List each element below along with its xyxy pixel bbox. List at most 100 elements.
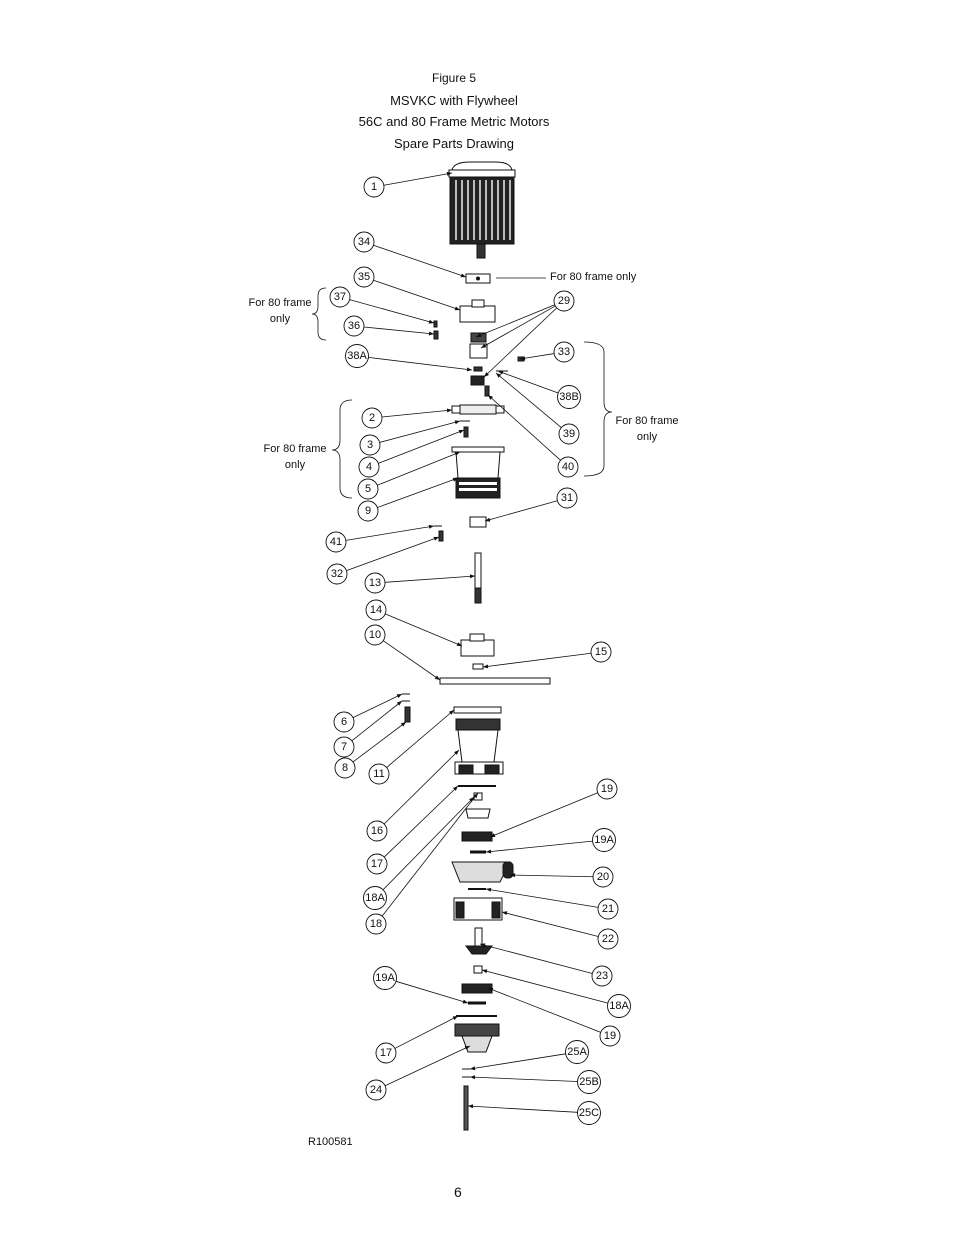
leader-arrowhead xyxy=(456,642,462,646)
callout-circle xyxy=(373,966,397,990)
leader-arrowhead xyxy=(510,873,516,878)
callout-circle xyxy=(375,1042,397,1064)
part-callout: 38B xyxy=(557,385,581,409)
callout-label: 39 xyxy=(563,428,575,440)
leader-line xyxy=(467,1105,578,1113)
screw-part xyxy=(473,366,483,372)
callout-label: 14 xyxy=(370,604,382,616)
callout-label: 33 xyxy=(558,346,570,358)
part-callout: 19A xyxy=(592,828,616,852)
leader-line xyxy=(519,353,555,360)
leader-line xyxy=(381,792,479,917)
part-callout: 40 xyxy=(557,456,579,478)
callout-circle xyxy=(358,456,380,478)
part-callout: 25B xyxy=(577,1070,601,1094)
pump-casing-part xyxy=(454,718,504,775)
frame-note-top: For 80 frame only xyxy=(550,271,637,283)
callout-circle xyxy=(353,231,375,253)
callout-label: 18A xyxy=(365,892,385,904)
callout-label: 34 xyxy=(358,236,370,248)
frame-note-left-top: For 80 frame only xyxy=(248,297,312,325)
part-callout: 14 xyxy=(365,599,387,621)
leader-arrowhead xyxy=(480,943,486,948)
callout-circle xyxy=(329,286,351,308)
callout-label: 16 xyxy=(371,825,383,837)
callout-circle xyxy=(590,641,612,663)
leader-line xyxy=(469,1076,578,1082)
leader-line xyxy=(395,980,469,1004)
callout-circle xyxy=(325,531,347,553)
diffuser-part xyxy=(461,983,493,994)
leader-line xyxy=(351,700,403,742)
part-callout: 17 xyxy=(366,853,388,875)
part-callout: 5 xyxy=(357,478,379,500)
flywheel-hub-part xyxy=(460,633,495,657)
screw-part xyxy=(433,330,439,340)
callout-circle xyxy=(364,572,386,594)
leader-line xyxy=(484,500,558,522)
callout-label: 29 xyxy=(558,295,570,307)
leader-arrowhead xyxy=(468,1104,474,1109)
leader-arrowhead xyxy=(464,1046,470,1050)
bolt-part xyxy=(438,530,444,542)
callout-label: 25B xyxy=(579,1076,599,1088)
leader-arrowhead xyxy=(470,1075,476,1080)
leader-arrowhead xyxy=(458,429,464,434)
callout-circle xyxy=(577,1070,601,1094)
callout-label: 40 xyxy=(562,461,574,473)
callout-label: 19A xyxy=(375,972,395,984)
leader-line xyxy=(386,709,455,768)
key-part xyxy=(472,663,484,670)
adapter-part xyxy=(459,299,496,323)
leader-arrowhead xyxy=(454,750,459,755)
figure-title-line-1: MSVKC with Flywheel xyxy=(390,92,518,108)
callout-circle xyxy=(366,853,388,875)
bushing-part xyxy=(469,516,487,528)
leader-line xyxy=(479,943,593,974)
leader-line xyxy=(363,326,435,335)
leader-arrowhead xyxy=(462,999,468,1004)
leader-arrowhead xyxy=(446,408,452,413)
bell-housing-part xyxy=(451,446,505,499)
part-callout: 7 xyxy=(333,736,355,758)
callout-circle xyxy=(597,898,619,920)
leader-arrowhead xyxy=(498,370,504,375)
leader-arrowhead xyxy=(448,710,454,715)
part-callout: 24 xyxy=(365,1079,387,1101)
leader-line xyxy=(487,987,601,1033)
bolt-part xyxy=(484,385,490,397)
leader-arrowhead xyxy=(396,694,402,698)
leader-arrowhead xyxy=(454,420,460,425)
part-callout: 3 xyxy=(359,434,381,456)
callout-circle xyxy=(592,828,616,852)
leader-arrowhead xyxy=(473,793,478,799)
part-callout: 18 xyxy=(365,913,387,935)
callout-label: 24 xyxy=(370,1084,382,1096)
leader-line xyxy=(345,525,435,541)
leader-line xyxy=(381,409,453,418)
callout-label: 38B xyxy=(559,391,579,403)
part-callout: 20 xyxy=(592,866,614,888)
part-callout: 9 xyxy=(357,500,379,522)
screw-part xyxy=(433,320,438,328)
part-callout: 19A xyxy=(373,966,397,990)
callout-circle xyxy=(607,994,631,1018)
stage-part xyxy=(451,808,514,921)
part-callout: 19 xyxy=(599,1025,621,1047)
callout-circle xyxy=(553,341,575,363)
tie-rod-part xyxy=(463,1085,469,1131)
callout-label: 36 xyxy=(348,320,360,332)
callout-circle xyxy=(597,928,619,950)
callout-circle xyxy=(565,1040,589,1064)
leader-arrowhead xyxy=(452,1016,458,1021)
leader-line xyxy=(483,307,558,378)
leader-line xyxy=(373,244,467,278)
leader-arrowhead xyxy=(466,367,472,372)
callout-label: 32 xyxy=(331,568,343,580)
leader-arrowhead xyxy=(428,524,434,529)
callout-label: 10 xyxy=(369,629,381,641)
part-callout: 25A xyxy=(565,1040,589,1064)
drawing-number: R100581 xyxy=(308,1136,353,1148)
leader-line xyxy=(480,305,556,349)
leader-arrowhead xyxy=(452,477,458,482)
